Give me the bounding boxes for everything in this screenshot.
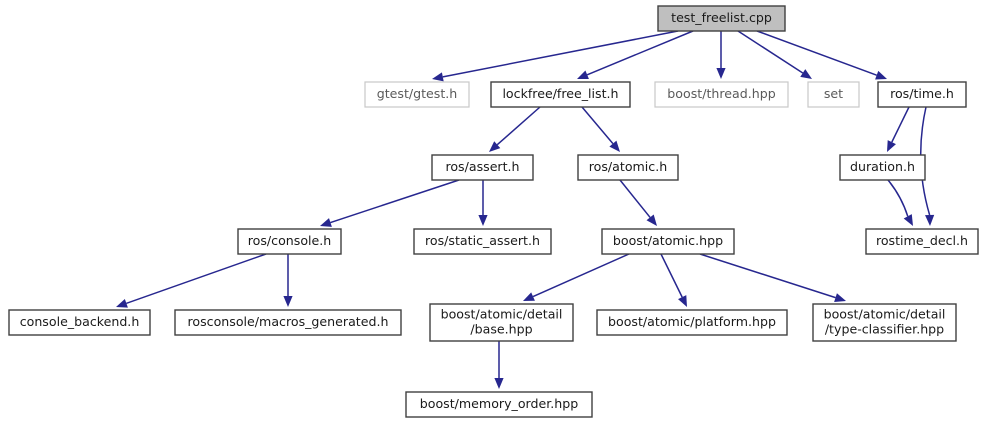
node-box-macros_generated[interactable] bbox=[174, 309, 402, 336]
node-console_backend[interactable]: console_backend.h bbox=[8, 309, 151, 336]
edge-test_freelist-to-time bbox=[756, 30, 887, 80]
node-thread[interactable]: boost/thread.hpp bbox=[654, 81, 789, 108]
node-label-gtest: gtest/gtest.h bbox=[377, 86, 458, 101]
edge-boost_atomic-to-detail_base bbox=[523, 253, 630, 301]
node-label-detail_base: boost/atomic/detail bbox=[441, 307, 563, 322]
node-label-static_assert: ros/static_assert.h bbox=[425, 233, 540, 248]
node-label-rostime_decl: rostime_decl.h bbox=[876, 233, 968, 248]
node-gtest[interactable]: gtest/gtest.h bbox=[364, 81, 470, 108]
node-platform[interactable]: boost/atomic/platform.hpp bbox=[596, 309, 788, 336]
node-static_assert[interactable]: ros/static_assert.h bbox=[413, 228, 552, 255]
node-boost_atomic[interactable]: boost/atomic.hpp bbox=[601, 228, 735, 255]
node-box-set[interactable] bbox=[807, 81, 860, 108]
edge-boost_atomic-to-platform bbox=[660, 253, 687, 307]
node-label-thread: boost/thread.hpp bbox=[667, 86, 775, 101]
node-test_freelist[interactable]: test_freelist.cpp bbox=[657, 5, 786, 32]
edge-test_freelist-to-thread bbox=[716, 31, 726, 79]
node-box-console[interactable] bbox=[237, 228, 342, 255]
node-console[interactable]: ros/console.h bbox=[237, 228, 342, 255]
node-box-console_backend[interactable] bbox=[8, 309, 151, 336]
node-box-boost_atomic[interactable] bbox=[601, 228, 735, 255]
node-type_classifier[interactable]: boost/atomic/detail/type-classifier.hpp bbox=[812, 303, 957, 342]
node-set[interactable]: set bbox=[807, 81, 860, 108]
node-box-type_classifier[interactable] bbox=[812, 303, 957, 342]
node-box-detail_base[interactable] bbox=[429, 303, 574, 342]
edge-test_freelist-to-set bbox=[737, 30, 812, 79]
edge-detail_base-to-memory_order bbox=[494, 341, 504, 389]
node-label-boost_atomic: boost/atomic.hpp bbox=[613, 233, 723, 248]
edge-console-to-console_backend bbox=[116, 253, 267, 308]
node-duration[interactable]: duration.h bbox=[839, 154, 926, 181]
node-time[interactable]: ros/time.h bbox=[877, 81, 967, 108]
node-label-ros_atomic: ros/atomic.h bbox=[589, 159, 667, 174]
node-label-console_backend: console_backend.h bbox=[20, 314, 140, 329]
node-label-macros_generated: rosconsole/macros_generated.h bbox=[188, 314, 389, 329]
node-box-assert[interactable] bbox=[431, 154, 534, 181]
node-label-platform: boost/atomic/platform.hpp bbox=[608, 314, 776, 329]
node-box-rostime_decl[interactable] bbox=[865, 228, 979, 255]
node-free_list[interactable]: lockfree/free_list.h bbox=[490, 81, 631, 108]
node-box-gtest[interactable] bbox=[364, 81, 470, 108]
edge-time-to-duration bbox=[887, 106, 910, 152]
node-box-duration[interactable] bbox=[839, 154, 926, 181]
node-box-test_freelist[interactable] bbox=[657, 5, 786, 32]
node-box-thread[interactable] bbox=[654, 81, 789, 108]
node-label-test_freelist: test_freelist.cpp bbox=[671, 10, 772, 25]
node-label-time: ros/time.h bbox=[890, 86, 954, 101]
node-label-detail_base: /base.hpp bbox=[470, 322, 532, 337]
node-box-memory_order[interactable] bbox=[405, 391, 593, 418]
edges-layer bbox=[116, 30, 935, 389]
node-assert[interactable]: ros/assert.h bbox=[431, 154, 534, 181]
node-box-ros_atomic[interactable] bbox=[577, 154, 679, 181]
node-label-console: ros/console.h bbox=[248, 233, 332, 248]
node-label-type_classifier: boost/atomic/detail bbox=[824, 307, 946, 322]
nodes-layer: test_freelist.cpp gtest/gtest.h lockfree/f… bbox=[8, 5, 979, 418]
edge-test_freelist-to-gtest bbox=[432, 30, 679, 82]
node-label-set: set bbox=[824, 86, 843, 101]
node-ros_atomic[interactable]: ros/atomic.h bbox=[577, 154, 679, 181]
edge-duration-to-rostime_decl bbox=[887, 179, 913, 226]
node-detail_base[interactable]: boost/atomic/detail/base.hpp bbox=[429, 303, 574, 342]
node-macros_generated[interactable]: rosconsole/macros_generated.h bbox=[174, 309, 402, 336]
node-label-free_list: lockfree/free_list.h bbox=[502, 86, 618, 101]
edge-ros_atomic-to-boost_atomic bbox=[619, 179, 657, 226]
edge-test_freelist-to-free_list bbox=[577, 30, 694, 80]
edge-free_list-to-ros_atomic bbox=[581, 106, 620, 152]
node-label-assert: ros/assert.h bbox=[445, 159, 519, 174]
node-box-time[interactable] bbox=[877, 81, 967, 108]
node-label-memory_order: boost/memory_order.hpp bbox=[420, 396, 578, 411]
edge-free_list-to-assert bbox=[489, 106, 541, 152]
node-box-static_assert[interactable] bbox=[413, 228, 552, 255]
node-box-free_list[interactable] bbox=[490, 81, 631, 108]
edge-console-to-macros_generated bbox=[283, 254, 293, 307]
edge-boost_atomic-to-type_classifier bbox=[699, 253, 846, 303]
node-memory_order[interactable]: boost/memory_order.hpp bbox=[405, 391, 593, 418]
node-label-type_classifier: /type-classifier.hpp bbox=[825, 322, 944, 337]
edge-assert-to-static_assert bbox=[478, 180, 488, 226]
node-rostime_decl[interactable]: rostime_decl.h bbox=[865, 228, 979, 255]
node-label-duration: duration.h bbox=[850, 159, 915, 174]
node-box-platform[interactable] bbox=[596, 309, 788, 336]
edge-assert-to-console bbox=[320, 179, 460, 227]
